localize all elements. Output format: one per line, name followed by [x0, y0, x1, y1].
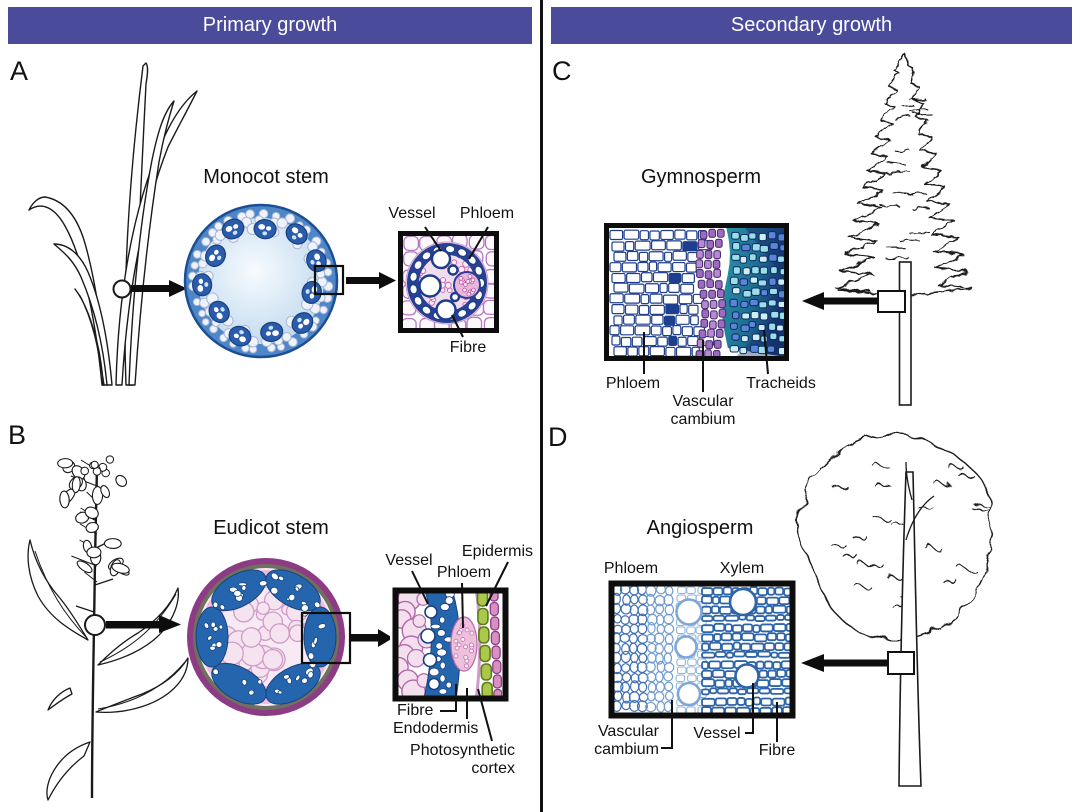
arrow-icon	[801, 654, 888, 672]
panel-letter-b: B	[8, 420, 27, 450]
secondary-growth-title: Secondary growth	[730, 14, 893, 36]
arrow-icon	[131, 280, 187, 297]
gymnosperm-wood-inset	[604, 223, 789, 361]
zoom-region-box	[300, 611, 352, 665]
deciduous-tree-illustration	[797, 433, 993, 641]
leader-lines-a	[424, 226, 489, 338]
eudicot-layers-inset	[390, 585, 510, 703]
arrow-icon	[802, 292, 880, 310]
label-tracheids-c: Tracheids	[746, 375, 816, 392]
secondary-growth-header: Secondary growth	[551, 7, 1072, 44]
primary-growth-title: Primary growth	[202, 14, 338, 36]
label-phloem-b: Phloem	[436, 564, 492, 581]
label-vessel-a: Vessel	[388, 205, 436, 222]
label-vessel-d: Vessel	[693, 725, 741, 742]
panel-letter-d: D	[548, 422, 568, 452]
eudicot-stem-title: Eudicot stem	[213, 517, 329, 539]
label-vessel-b: Vessel	[385, 552, 433, 569]
stem-section-marker-a	[112, 279, 132, 299]
flower-cluster	[57, 455, 130, 583]
deciduous-trunk	[898, 471, 922, 787]
label-epidermis-b: Epidermis	[461, 543, 534, 560]
leader-lines-c	[643, 329, 769, 392]
stem-section-marker-b	[84, 614, 106, 636]
monocot-stem-title: Monocot stem	[203, 166, 329, 188]
grass-plant-illustration	[28, 62, 198, 386]
leader-lines-d	[661, 683, 778, 749]
monocot-cross-section	[183, 203, 345, 359]
panel-letter-c: C	[552, 56, 572, 86]
angiosperm-title: Angiosperm	[646, 517, 754, 539]
panel-letter-a: A	[10, 56, 29, 86]
angiosperm-wood-inset	[608, 580, 796, 719]
label-fibre-d: Fibre	[758, 742, 796, 759]
arrow-icon	[351, 629, 393, 647]
monocot-bundle-inset	[398, 231, 499, 333]
eudicot-plant-illustration	[27, 465, 189, 801]
label-photosynthetic-cortex-b: Photosynthetic cortex	[410, 742, 515, 777]
label-phloem-a: Phloem	[459, 205, 515, 222]
arrow-icon	[346, 272, 396, 289]
trunk-section-marker-c	[877, 290, 906, 313]
leader-lines-b	[411, 561, 509, 742]
label-phloem-d: Phloem	[603, 560, 659, 577]
trunk-branches	[905, 461, 935, 541]
gymnosperm-title: Gymnosperm	[640, 166, 762, 188]
zoom-region-box	[313, 264, 345, 296]
trunk-section-marker-d	[887, 651, 915, 675]
label-phloem-c: Phloem	[605, 375, 661, 392]
label-fibre-a: Fibre	[449, 339, 487, 356]
panel-divider	[540, 0, 543, 812]
conifer-tree-illustration	[835, 52, 973, 297]
primary-growth-header: Primary growth	[8, 7, 532, 44]
label-endodermis-b: Endodermis	[393, 720, 479, 737]
label-fibre-b: Fibre	[397, 702, 434, 719]
conifer-trunk	[898, 261, 912, 406]
eudicot-cross-section	[187, 558, 352, 716]
label-xylem-d: Xylem	[719, 560, 765, 577]
arrow-icon	[106, 615, 181, 633]
label-vascular-cambium-d: Vascular cambium	[594, 723, 659, 758]
label-vascular-cambium-c: Vascular cambium	[670, 393, 736, 428]
